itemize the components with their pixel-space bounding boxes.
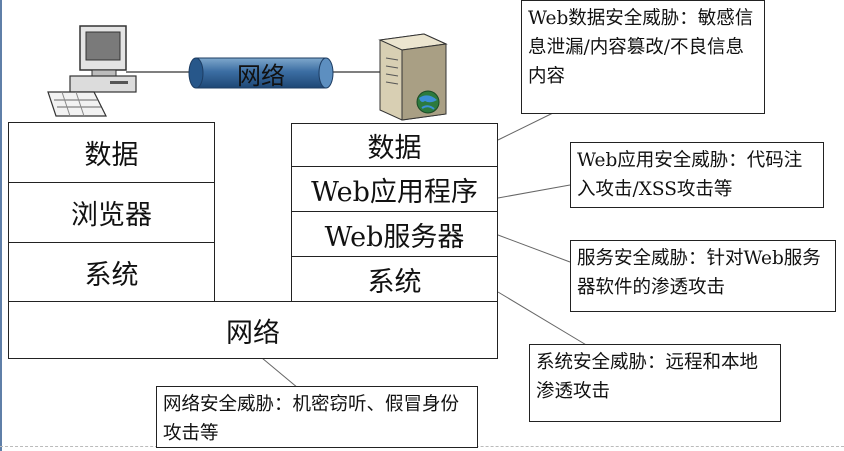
leader-system	[497, 291, 589, 347]
web-app-threat-text: Web应用安全威胁：代码注入攻击/XSS攻击等	[577, 150, 803, 200]
callout-network-threat: 网络安全威胁：机密窃听、假冒身份攻击等	[156, 386, 478, 448]
client-layer-system: 系统	[8, 242, 215, 302]
server-tower-icon	[378, 33, 448, 121]
callout-web-app-threat: Web应用安全威胁：代码注入攻击/XSS攻击等	[570, 142, 824, 208]
leader-service	[497, 234, 571, 263]
server-layer-system: 系统	[291, 256, 498, 302]
network-layer: 网络	[8, 301, 498, 359]
network-threat-text: 网络安全威胁：机密窃听、假冒身份攻击等	[163, 394, 460, 444]
left-frame-border	[0, 0, 2, 451]
client-layer-data: 数据	[8, 122, 215, 183]
network-pipe-label: 网络	[237, 61, 285, 90]
callout-system-threat: 系统安全威胁：远程和本地渗透攻击	[529, 344, 781, 422]
server-layer-web-server: Web服务器	[291, 211, 498, 257]
server-layer-data: 数据	[291, 123, 498, 167]
system-threat-text: 系统安全威胁：远程和本地渗透攻击	[536, 352, 759, 402]
leader-web-app	[497, 184, 571, 199]
callout-service-threat: 服务安全威胁：针对Web服务器软件的渗透攻击	[570, 240, 836, 312]
service-threat-text: 服务安全威胁：针对Web服务器软件的渗透攻击	[577, 248, 821, 298]
leader-web-data	[497, 111, 556, 141]
callout-web-data-threat: Web数据安全威胁：敏感信息泄漏/内容篡改/不良信息内容	[521, 0, 765, 114]
web-data-threat-text: Web数据安全威胁：敏感信息泄漏/内容篡改/不良信息内容	[528, 8, 754, 87]
server-layer-web-app: Web应用程序	[291, 166, 498, 212]
client-layer-browser: 浏览器	[8, 182, 215, 243]
desktop-computer-icon	[47, 25, 137, 117]
network-pipe-icon	[188, 57, 334, 89]
